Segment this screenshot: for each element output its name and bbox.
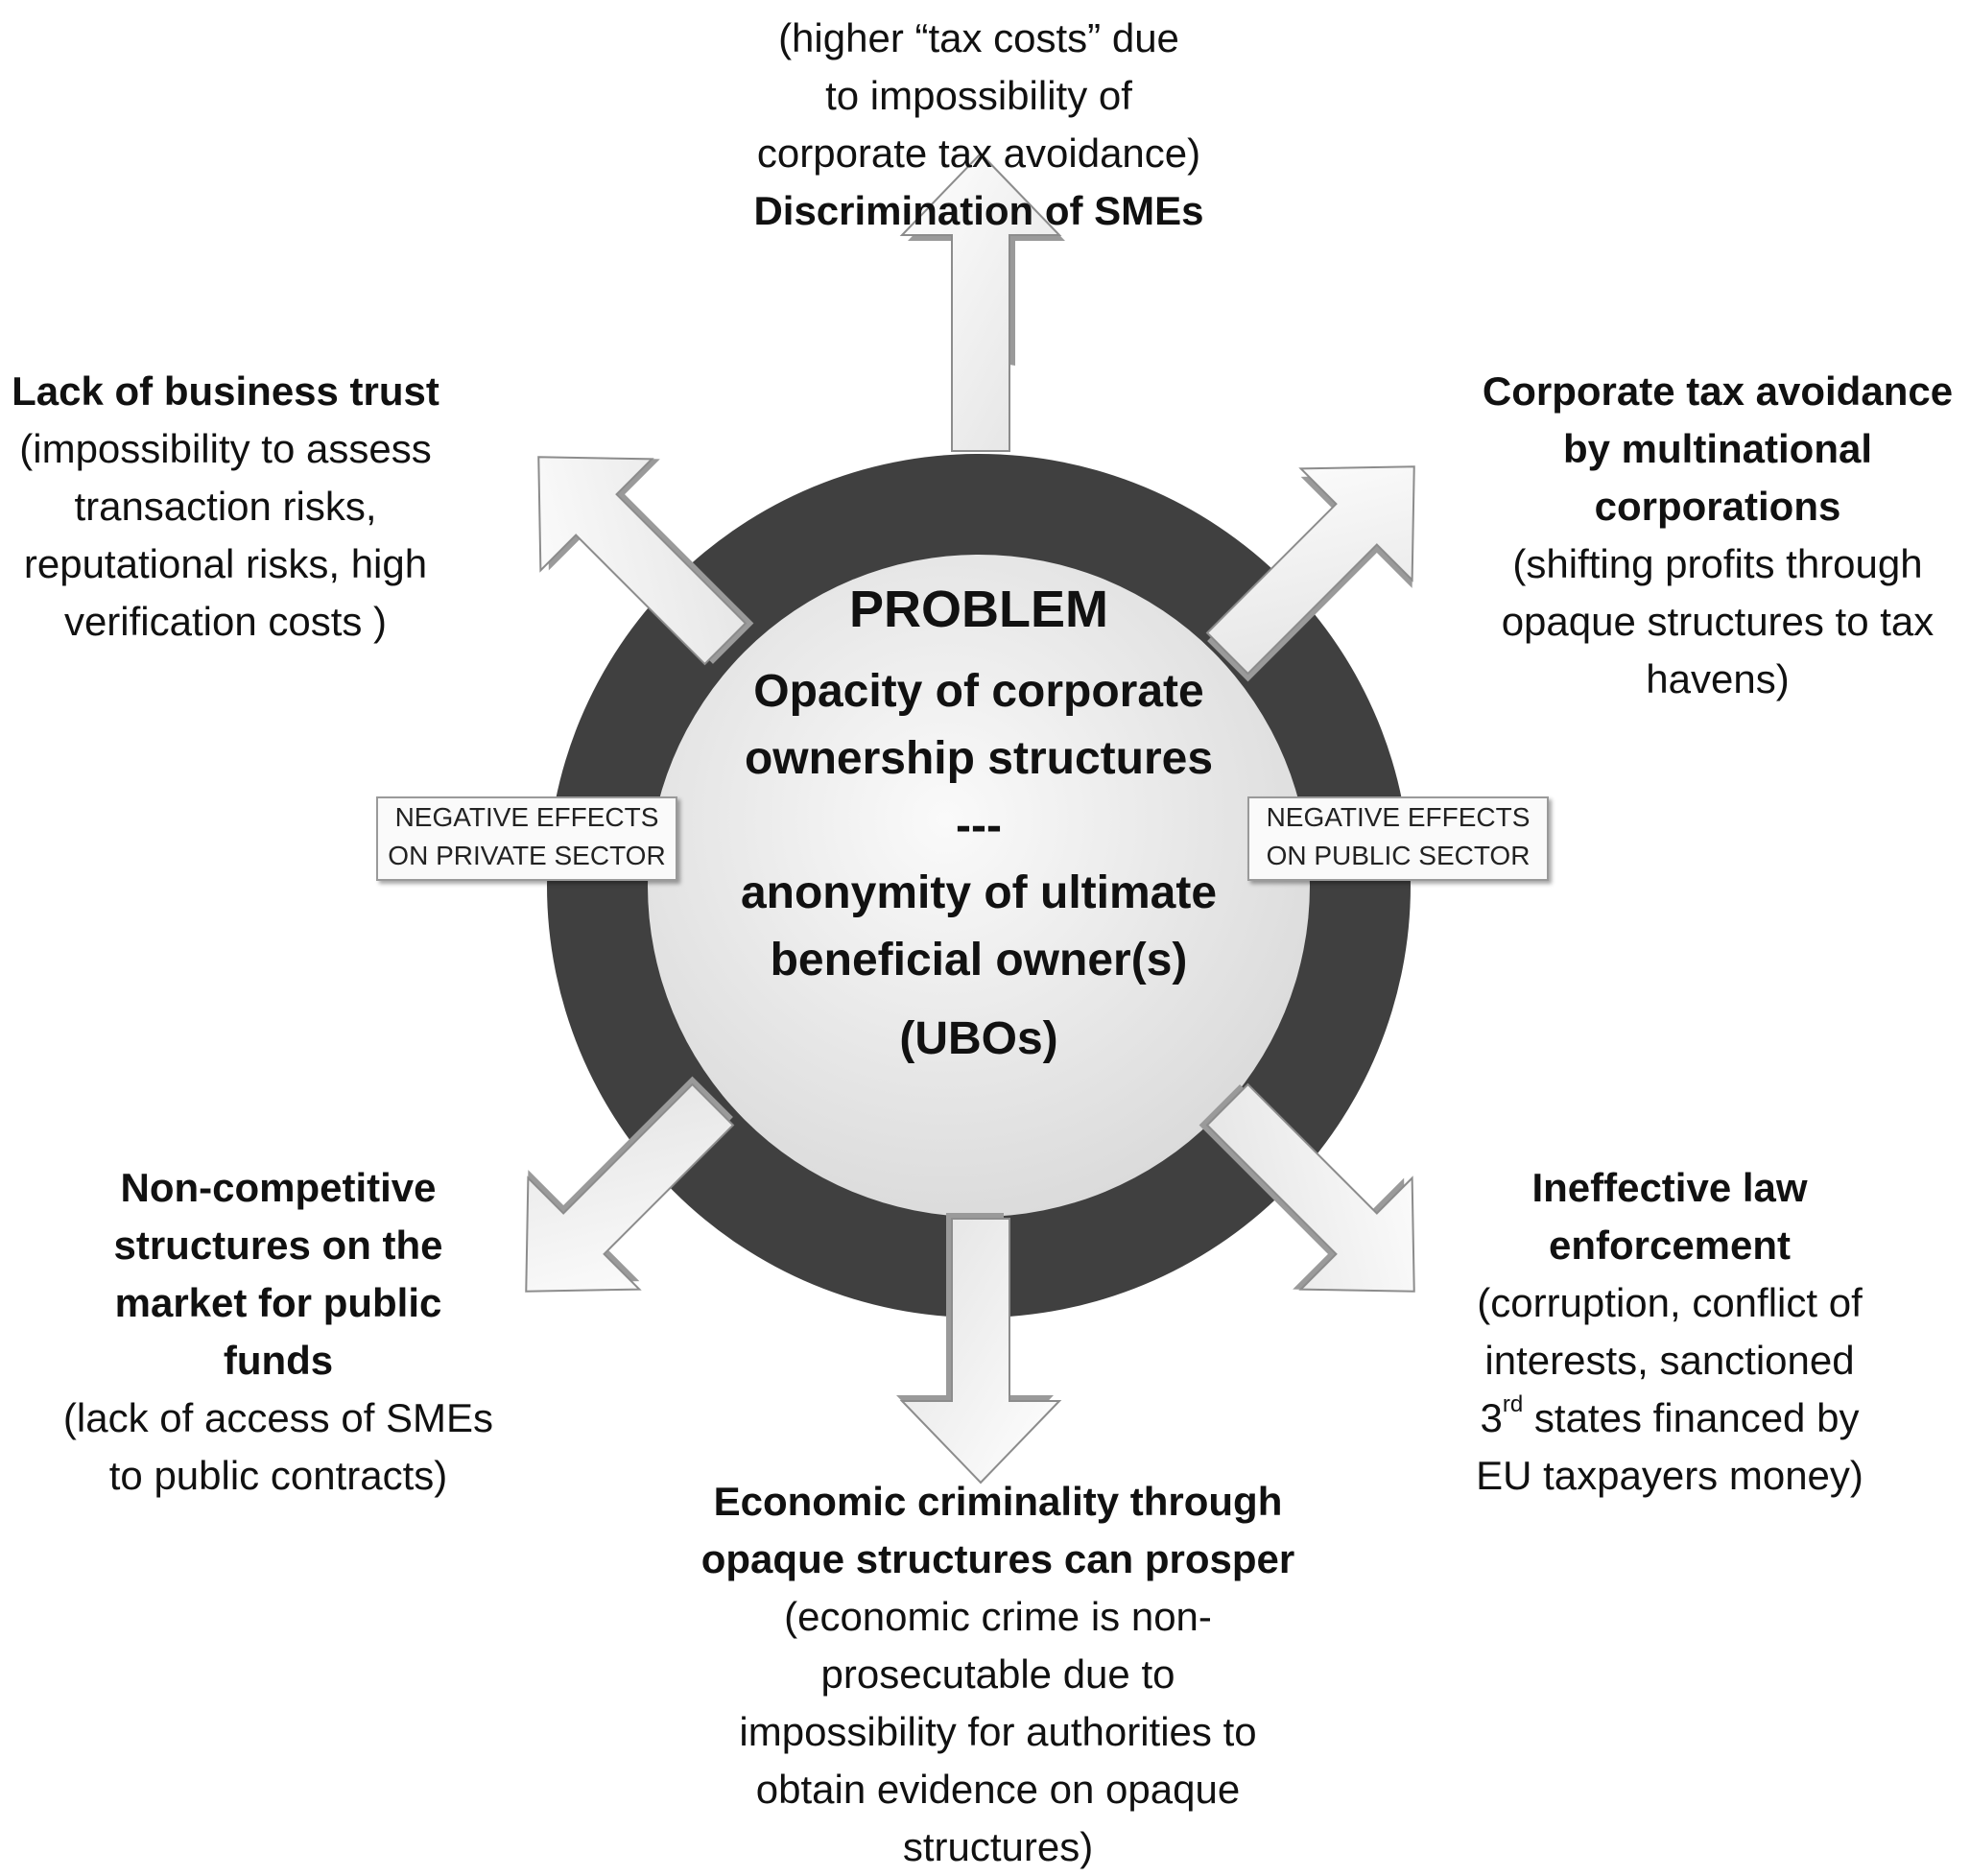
arrow-up-right-icon — [1205, 465, 1415, 682]
problem-disc — [648, 555, 1310, 1217]
effect-top-left-note-1: (impossibility to assess — [19, 426, 432, 471]
effect-bottom-left-title-3: market for public — [114, 1280, 442, 1325]
effect-bottom-right-title-1: Ineffective law — [1531, 1165, 1808, 1210]
effect-bottom-right-note-2: interests, sanctioned — [1484, 1338, 1855, 1383]
effect-top-left-note-4: verification costs ) — [63, 599, 388, 644]
effect-top-note-1: (higher “tax costs” due — [778, 15, 1179, 60]
problem-title: PROBLEM — [849, 581, 1108, 638]
effect-top-right-note-1: (shifting profits through — [1512, 541, 1923, 586]
effect-bottom: Economic criminality through opaque stru… — [653, 1473, 1343, 1876]
effect-top-right-note-3: havens) — [1646, 656, 1790, 701]
effect-bottom-note-4: obtain evidence on opaque — [755, 1767, 1241, 1812]
effect-bottom-right-note-3: 3rd states financed by — [1420, 1389, 1919, 1447]
effect-top-right-title-2: by multinational — [1562, 426, 1872, 471]
arrow-down-icon — [896, 1213, 1062, 1484]
effect-bottom-right-note-3-sup: rd — [1502, 1391, 1524, 1417]
public-sector-label: NEGATIVE EFFECTS ON PUBLIC SECTOR — [1247, 796, 1549, 881]
effect-top-right: Corporate tax avoidance by multinational… — [1468, 363, 1967, 708]
effect-top-left: Lack of business trust (impossibility to… — [0, 363, 451, 651]
effect-bottom-right: Ineffective law enforcement (corruption,… — [1420, 1159, 1919, 1505]
effect-bottom-left-title-1: Non-competitive — [120, 1165, 437, 1210]
effect-bottom-right-note-3-rest: states financed by — [1523, 1395, 1860, 1440]
effect-top-right-note-2: opaque structures to tax — [1501, 599, 1934, 644]
problem-statement: PROBLEM Opacity of corporate ownership s… — [691, 576, 1267, 1073]
effect-bottom-note-5: structures) — [902, 1824, 1094, 1869]
problem-line-3: anonymity of ultimate — [740, 867, 1218, 918]
problem-line-2: ownership structures — [744, 733, 1214, 784]
effect-bottom-note-2: prosecutable due to — [820, 1651, 1175, 1697]
private-sector-line-2: ON PRIVATE SECTOR — [388, 841, 666, 870]
problem-line-4: beneficial owner(s) — [770, 935, 1188, 985]
effect-top-right-title-3: corporations — [1594, 484, 1841, 529]
effect-bottom-left-title-4: funds — [223, 1338, 334, 1383]
effect-bottom-left: Non-competitive structures on the market… — [38, 1159, 518, 1505]
arrow-up-left-icon — [537, 456, 754, 666]
arrow-down-right-icon — [1199, 1082, 1415, 1293]
effect-bottom-note-1: (economic crime is non- — [784, 1594, 1212, 1639]
effect-top-note-2: to impossibility of — [825, 73, 1132, 118]
effect-top: (higher “tax costs” due to impossibility… — [643, 10, 1315, 240]
effect-bottom-right-title-2: enforcement — [1548, 1223, 1792, 1268]
effect-top-note-3: corporate tax avoidance) — [756, 131, 1201, 176]
problem-separator: --- — [956, 800, 1002, 851]
problem-line-5: (UBOs) — [899, 1013, 1058, 1064]
effect-bottom-title-2: opaque structures can prosper — [700, 1536, 1295, 1581]
effect-bottom-right-note-4: EU taxpayers money) — [1476, 1453, 1863, 1498]
private-sector-line-1: NEGATIVE EFFECTS — [394, 802, 659, 832]
effect-bottom-note-3: impossibility for authorities to — [739, 1709, 1257, 1754]
effect-top-left-note-3: reputational risks, high — [23, 541, 428, 586]
effect-bottom-left-note-1: (lack of access of SMEs — [62, 1395, 494, 1440]
effect-bottom-title-1: Economic criminality through — [713, 1479, 1283, 1524]
public-sector-line-1: NEGATIVE EFFECTS — [1266, 802, 1531, 832]
effect-bottom-left-note-2: to public contracts) — [108, 1453, 448, 1498]
public-sector-line-2: ON PUBLIC SECTOR — [1266, 841, 1531, 870]
effect-top-left-title-1: Lack of business trust — [12, 368, 439, 414]
effect-top-title-1: Discrimination of SMEs — [753, 188, 1204, 233]
effect-bottom-left-title-2: structures on the — [113, 1223, 443, 1268]
effect-bottom-right-note-3-num: 3 — [1480, 1395, 1503, 1440]
effect-top-right-title-1: Corporate tax avoidance — [1482, 368, 1954, 414]
arrow-down-left-icon — [525, 1076, 735, 1293]
effect-top-left-note-2: transaction risks, — [74, 484, 377, 529]
effect-bottom-right-note-1: (corruption, conflict of — [1477, 1280, 1863, 1325]
arrow-up-icon — [899, 152, 1065, 452]
problem-line-1: Opacity of corporate — [753, 666, 1204, 717]
private-sector-label: NEGATIVE EFFECTS ON PRIVATE SECTOR — [376, 796, 677, 881]
